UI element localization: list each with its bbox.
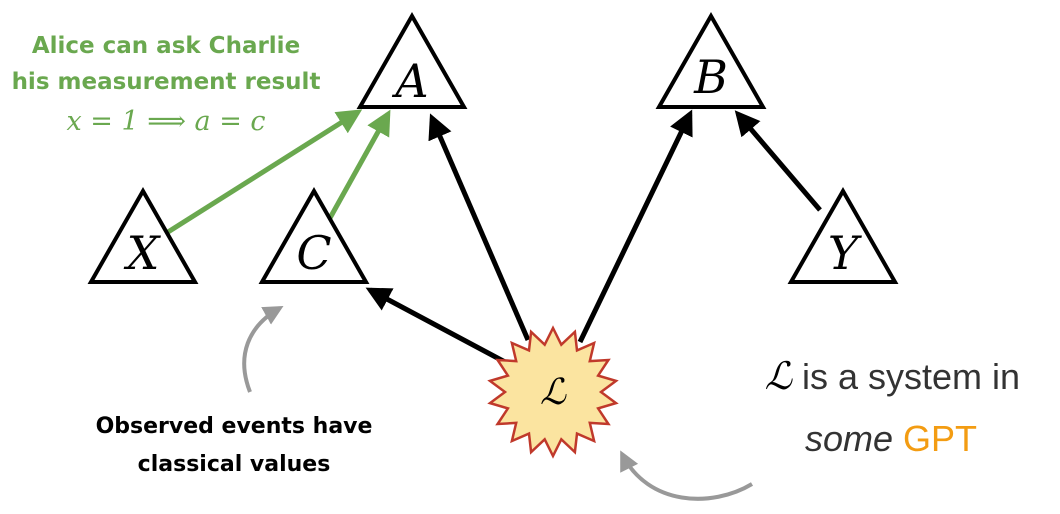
node-b-label: B [693, 50, 728, 104]
source-node-label: ℒ [540, 372, 567, 413]
gpt-annotation-line1-text: is a system in [792, 356, 1020, 397]
source-starburst-shape [487, 325, 619, 459]
node-a: A [356, 11, 468, 109]
alice-annotation: Alice can ask Charlie his measurement re… [12, 33, 321, 137]
node-y: Y [787, 186, 899, 284]
node-x: X [87, 186, 199, 284]
alice-annotation-line2: his measurement result [12, 69, 321, 95]
node-c-label: C [296, 226, 331, 280]
gpt-annotation-space [893, 418, 903, 459]
edge-y-to-b [734, 110, 822, 212]
gpt-annotation: ℒ is a system in some GPT [765, 354, 1020, 459]
edge-source-to-b [577, 109, 693, 344]
edges [166, 109, 822, 365]
observed-annotation: Observed events have classical values [96, 414, 373, 477]
node-x-triangle [87, 186, 199, 284]
source-node: ℒ [487, 325, 619, 459]
node-c-triangle [258, 186, 370, 284]
gpt-pointer-arrow [620, 450, 754, 501]
gpt-annotation-some: some [805, 418, 893, 459]
alice-annotation-math: x = 1 ⟹ a = c [66, 106, 265, 137]
node-y-triangle [787, 186, 899, 284]
observed-annotation-line2: classical values [138, 452, 331, 477]
node-b: B [655, 11, 767, 109]
observed-annotation-line1: Observed events have [96, 414, 373, 439]
alice-annotation-line1: Alice can ask Charlie [32, 33, 300, 59]
observed-pointer-arrow [242, 306, 284, 393]
gpt-annotation-line2: some GPT [805, 418, 977, 459]
edge-source-to-a [428, 113, 531, 341]
node-a-label: A [391, 54, 428, 108]
edge-c-to-a [327, 109, 391, 220]
gpt-annotation-line1: ℒ is a system in [765, 354, 1020, 398]
gpt-annotation-symbol: ℒ [765, 354, 794, 398]
gpt-annotation-gpt: GPT [903, 418, 977, 459]
node-b-triangle [655, 11, 767, 109]
node-c: C [258, 186, 370, 284]
node-x-label: X [124, 226, 162, 280]
edge-source-to-c [365, 287, 507, 365]
edge-x-to-a [166, 109, 363, 235]
node-a-triangle [356, 11, 468, 109]
node-y-label: Y [828, 226, 863, 280]
